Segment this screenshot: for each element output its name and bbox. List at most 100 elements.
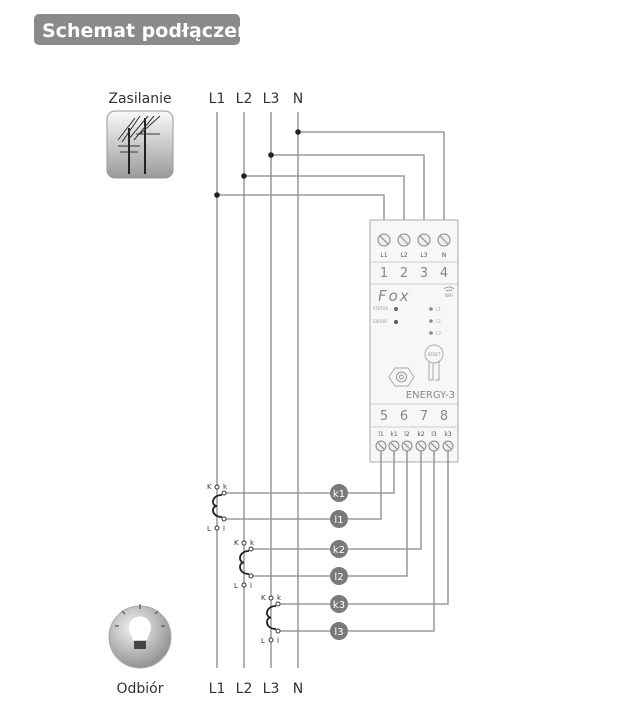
wire-badge — [330, 540, 348, 558]
brand-logo: Fox — [378, 287, 411, 305]
terminal-label: k3 — [444, 431, 451, 438]
ct-K-label: K — [207, 483, 212, 491]
phase-led-label: L3 — [436, 331, 441, 336]
terminal-label: L1 — [380, 252, 387, 259]
terminal-number: 7 — [420, 409, 428, 424]
ct-l-label: l — [223, 525, 225, 533]
terminal-number: 8 — [440, 409, 448, 424]
junction-dot — [268, 152, 274, 158]
page-title: Schemat podłączenia — [42, 20, 270, 42]
phase-label-bottom: N — [293, 681, 303, 697]
reset-button[interactable]: RESET — [424, 344, 444, 381]
ct-K-label: K — [261, 594, 266, 602]
status-led — [394, 307, 398, 311]
wire-badge — [330, 510, 348, 528]
phase-led-label: L2 — [436, 319, 441, 324]
wire-badge-label: k1 — [333, 489, 345, 500]
reset-label: RESET — [428, 352, 441, 357]
terminal-label: k1 — [390, 431, 397, 438]
feed-wire — [298, 131, 445, 240]
status-label: STATUS — [373, 306, 388, 311]
terminal-number: 3 — [420, 266, 428, 281]
title-banner: Schemat podłączenia — [34, 14, 270, 45]
terminal-number: 6 — [400, 409, 408, 424]
terminal-label: l3 — [431, 431, 437, 438]
wifi-label: WiFi — [445, 293, 453, 298]
ct-k-wire — [224, 451, 395, 494]
phase-label-top: N — [293, 91, 303, 107]
ct-l-terminal — [275, 628, 281, 634]
phase-label-bottom: L3 — [263, 681, 280, 697]
ct-k-label: k — [223, 483, 228, 491]
wire-badge-label: k3 — [333, 600, 345, 611]
wire-badge-label: l1 — [334, 515, 343, 526]
power-pole-icon — [106, 110, 174, 179]
ct-l-label: l — [250, 582, 252, 590]
ct-l-terminal — [248, 573, 254, 579]
phase-label-top: L1 — [209, 91, 226, 107]
junction-dot — [241, 173, 247, 179]
terminal-label: l1 — [378, 431, 384, 438]
terminal-number: 4 — [440, 266, 448, 281]
model-label: ENERGY-3 — [406, 390, 455, 401]
ct-coil — [239, 550, 250, 575]
phase-label-bottom: L2 — [236, 681, 253, 697]
junction-dot — [295, 129, 301, 135]
terminal-label: l2 — [404, 431, 410, 438]
ct-L-label: L — [261, 637, 265, 645]
terminal-label: L3 — [420, 252, 427, 259]
phase-led-label: L1 — [436, 307, 441, 312]
wifi-icon — [443, 286, 455, 292]
ct-k-label: k — [250, 539, 255, 547]
ct-l-label: l — [277, 637, 279, 645]
ct-l-wire — [251, 451, 408, 577]
light-bulb-icon — [108, 604, 172, 669]
ct-k-terminal — [248, 546, 254, 552]
ct-K-label: K — [234, 539, 239, 547]
phase-label-top: L2 — [236, 91, 253, 107]
wire-badge-label: l2 — [334, 572, 343, 583]
ct-k-terminal — [221, 490, 227, 496]
terminal-label: N — [442, 252, 447, 259]
phase-led — [429, 331, 433, 335]
wire-badge-label: k2 — [333, 545, 345, 556]
phase-led — [429, 307, 433, 311]
terminal-number: 2 — [400, 266, 408, 281]
ct-L-label: L — [207, 525, 211, 533]
phase-label-bottom: L1 — [209, 681, 226, 697]
terminal-number: 1 — [380, 266, 388, 281]
antenna-connector — [388, 367, 415, 387]
ct-k-terminal — [275, 601, 281, 607]
wire-badge-label: l3 — [334, 627, 343, 638]
ct-l-wire — [224, 451, 382, 520]
supply-label: Zasilanie — [108, 91, 171, 107]
feed-wire — [271, 154, 425, 240]
phase-led — [429, 319, 433, 323]
ct-coil — [212, 494, 223, 518]
ct-k-label: k — [277, 594, 282, 602]
phase-label-top: L3 — [263, 91, 280, 107]
ct-coil — [266, 605, 277, 630]
feed-wire — [244, 175, 405, 240]
terminal-label: k2 — [417, 431, 424, 438]
ct-l-terminal — [221, 516, 227, 522]
feed-wire — [217, 194, 385, 240]
error-label: ERROR — [373, 319, 387, 324]
load-label: Odbiór — [116, 681, 163, 697]
junction-dot — [214, 192, 220, 198]
wire-badge — [330, 484, 348, 502]
wire-badge — [330, 595, 348, 613]
terminal-label: L2 — [400, 252, 407, 259]
ct-k-wire — [278, 451, 449, 605]
ct-L-label: L — [234, 582, 238, 590]
wire-badge — [330, 622, 348, 640]
wire-badge — [330, 567, 348, 585]
terminal-number: 5 — [380, 409, 388, 424]
error-led — [394, 320, 398, 324]
